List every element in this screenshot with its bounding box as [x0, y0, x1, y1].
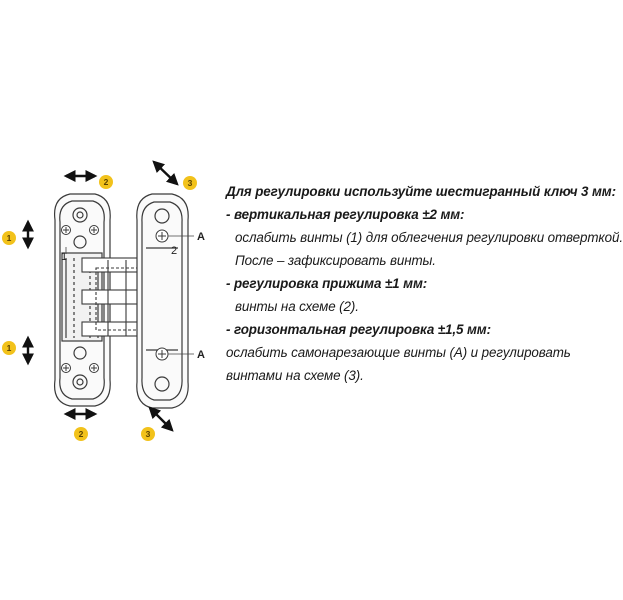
- horizontal-adjust-line-2: винтами на схеме (3).: [226, 368, 364, 383]
- svg-text:1: 1: [7, 343, 12, 353]
- instructions-text: Для регулировки используйте шестигранный…: [226, 180, 623, 387]
- horizontal-adjust-line-1: ослабить самонарезающие винты (А) и регу…: [226, 345, 571, 360]
- hinge-diagram: 2 2 1 1 3 3 A A 1 2: [2, 160, 205, 441]
- label-num-2: 2: [171, 245, 177, 257]
- badge-1-top: 1: [2, 231, 16, 245]
- instructions-heading: Для регулировки используйте шестигранный…: [226, 184, 616, 199]
- badge-2-bottom: 2: [74, 427, 88, 441]
- label-a-top: A: [197, 231, 205, 243]
- svg-text:3: 3: [188, 178, 193, 188]
- clamp-adjust-line-1: винты на схеме (2).: [235, 299, 359, 314]
- svg-text:1: 1: [7, 233, 12, 243]
- badge-3-top: 3: [183, 176, 197, 190]
- svg-text:2: 2: [79, 429, 84, 439]
- badge-3-bottom: 3: [141, 427, 155, 441]
- vertical-adjust-title: - вертикальная регулировка ±2 мм:: [226, 207, 465, 222]
- vertical-adjust-line-1: ослабить винты (1) для облегчения регули…: [235, 230, 623, 245]
- label-a-bottom: A: [197, 349, 205, 361]
- badge-1-bottom: 1: [2, 341, 16, 355]
- clamp-adjust-title: - регулировка прижима ±1 мм:: [226, 276, 428, 291]
- self-tapping-screw-icon: [155, 229, 169, 361]
- hinge-linkage-icon: [81, 257, 153, 337]
- svg-text:2: 2: [104, 177, 109, 187]
- svg-text:3: 3: [146, 429, 151, 439]
- label-num-1: 1: [61, 251, 67, 263]
- screw-icon: [61, 225, 99, 373]
- double-arrow-icon: [22, 160, 179, 432]
- hinge-right-icon: [136, 193, 189, 409]
- horizontal-adjust-title: - горизонтальная регулировка ±1,5 мм:: [226, 322, 491, 337]
- vertical-adjust-line-2: После – зафиксировать винты.: [235, 253, 436, 268]
- badge-2-top: 2: [99, 175, 113, 189]
